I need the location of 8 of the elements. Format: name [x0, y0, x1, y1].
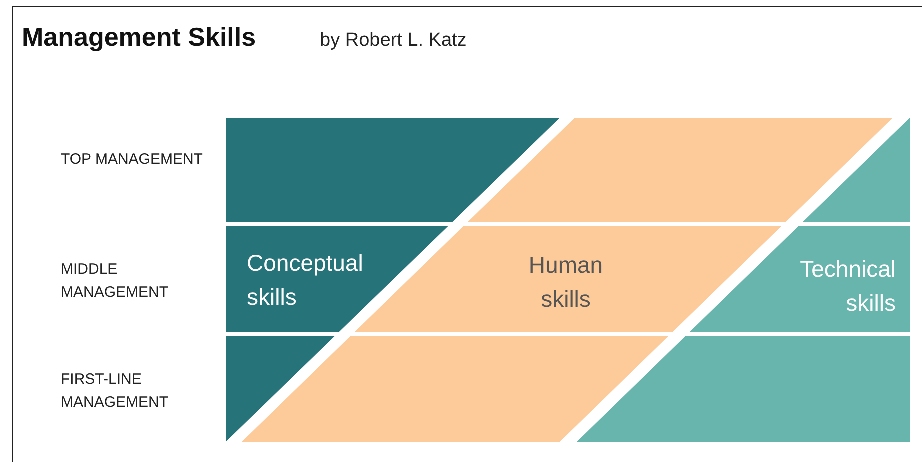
row-label: FIRST-LINE MANAGEMENT: [61, 370, 170, 413]
skill-label: Human skills: [528, 251, 604, 314]
subtitle: by Robert L. Katz: [320, 30, 467, 52]
row-label: MIDDLE MANAGEMENT: [61, 260, 170, 303]
skill-label: Conceptual skills: [247, 249, 364, 312]
row-label: TOP MANAGEMENT: [61, 150, 204, 170]
title: Management Skills: [22, 22, 256, 53]
skill-label: Technical skills: [799, 255, 896, 318]
